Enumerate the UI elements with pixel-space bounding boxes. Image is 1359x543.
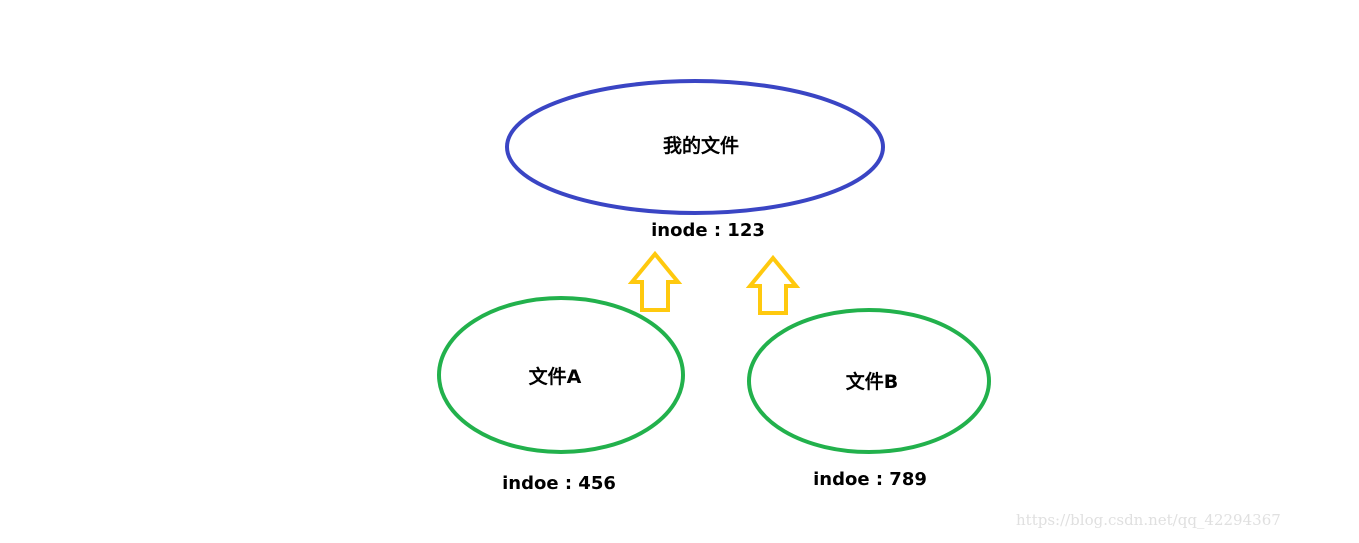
arrow-up-icon — [745, 254, 801, 315]
parent-node: 我的文件 — [505, 79, 885, 215]
child-b-label: 文件B — [846, 370, 898, 393]
child-b-ellipse — [747, 308, 991, 454]
child-node-b: 文件B — [747, 308, 991, 454]
arrow-up-icon — [627, 250, 683, 312]
child-a-ellipse — [437, 296, 685, 454]
parent-ellipse — [505, 79, 885, 215]
watermark-url: https://blog.csdn.net/qq_42294367 — [1016, 511, 1281, 529]
child-b-inode-label: indoe : 789 — [813, 469, 927, 490]
parent-inode-label: inode : 123 — [651, 220, 765, 241]
child-node-a: 文件A — [437, 296, 685, 454]
child-a-inode-label: indoe : 456 — [502, 473, 616, 494]
parent-node-label: 我的文件 — [663, 134, 739, 157]
child-a-label: 文件A — [529, 365, 582, 388]
